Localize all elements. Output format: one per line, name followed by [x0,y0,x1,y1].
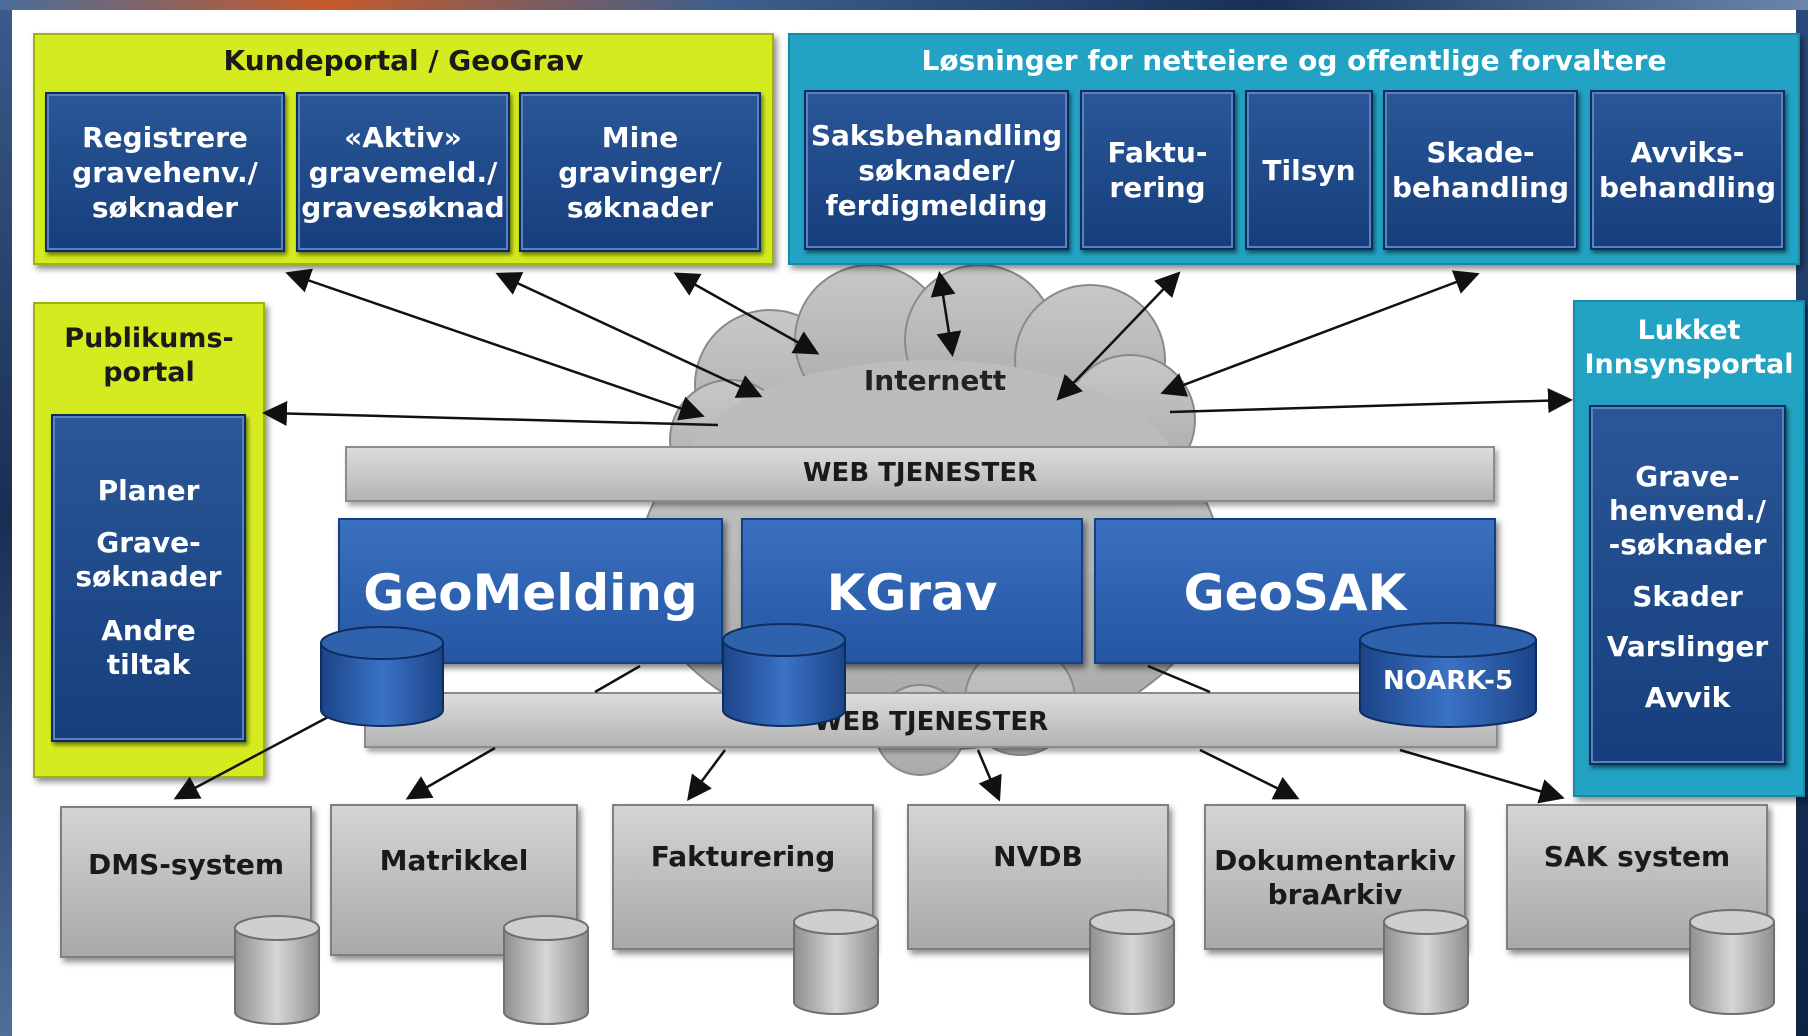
web-tjenester-top-bar: WEB TJENESTER [345,446,1495,502]
arrow-to-dms [173,714,331,800]
geosak-database-icon [1359,622,1537,728]
sak-system-database-icon [1689,909,1775,1015]
planer-item: Planer [97,474,200,507]
arrow-to-matrikkel [405,746,496,800]
arrow-to-dokumentarkiv [1199,748,1300,800]
tilsyn-box: Tilsyn [1245,90,1373,250]
skadebehandling-box: Skade- behandling [1383,90,1578,250]
geomelding-database-icon [320,626,444,727]
arrow-saksbehandling-internett [930,271,962,357]
arrow-to-fakturering [687,749,727,802]
innsynsportal-title: Lukket Innsynsportal [1584,315,1794,380]
kgrav-box: KGrav [741,518,1083,664]
background-left-edge [0,0,12,1036]
publikumsportal-title: Publikums- portal [64,323,234,388]
noark-5-label: NOARK-5 [1382,666,1514,696]
avviksbehandling-box: Avviks- behandling [1590,90,1785,250]
avvik-item: Avvik [1644,681,1731,714]
arrow-registrere-internett [285,268,705,421]
internett-label: Internett [863,364,1007,397]
registrere-box: Registrere gravehenv./ søknader [45,92,285,252]
saksbehandling-box: Saksbehandling søknader/ ferdigmelding [804,90,1069,250]
losninger-title: Løsninger for netteiere og offentlige fo… [921,44,1667,77]
innsynsportal-list: Grave- henvend./ -søknader Skader Varsli… [1589,405,1786,765]
arrow-publikumsportal-internett [262,401,719,427]
fakturering-portal-box: Faktu- rering [1080,90,1235,250]
fakturering-database-icon [793,909,879,1015]
background-top-edge [0,0,1808,10]
fakturering-box: Fakturering [612,804,874,950]
skader-item: Skader [1632,580,1743,613]
kgrav-database-icon [722,623,846,727]
sak-system-box: SAK system [1506,804,1768,950]
gravehenvend-item: Grave- henvend./ -søknader [1608,460,1767,561]
mine-gravinger-box: Mine gravinger/ søknader [519,92,761,252]
arrow-internett-innsynsportal [1169,388,1573,414]
nvdb-database-icon [1089,909,1175,1015]
matrikkel-database-icon [503,915,589,1025]
gravesoknader-item: Grave- søknader [75,526,222,593]
arrow-skade-internett [1160,270,1480,397]
andre-tiltak-item: Andre tiltak [101,614,196,681]
dms-database-icon [234,915,320,1025]
geomelding-box: GeoMelding [338,518,723,664]
arrow-tilsyn-internett [1056,271,1181,401]
varslinger-item: Varslinger [1606,630,1769,663]
kundeportal-title: Kundeportal / GeoGrav [223,44,584,77]
arrow-to-sak-system [1399,748,1565,804]
dokumentarkiv-database-icon [1383,909,1469,1015]
arrow-mine-internett [673,272,820,355]
arrow-to-nvdb [976,749,1002,802]
arrow-aktiv-internett [495,272,763,398]
aktiv-gravemeld-box: «Aktiv» gravemeld./ gravesøknad [296,92,510,252]
publikumsportal-list: Planer Grave- søknader Andre tiltak [51,414,246,742]
